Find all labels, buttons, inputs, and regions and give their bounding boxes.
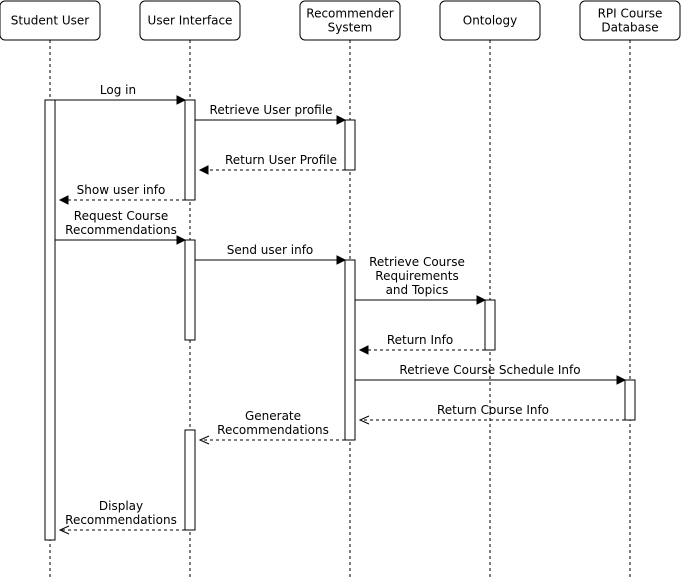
arrowhead-icon [336,115,347,125]
message-label-generate-recs: Recommendations [217,423,329,437]
message-label-retrieve-reqs: Requirements [375,269,458,283]
arrowhead-icon [176,95,187,105]
participant-label-ontology: Ontology [463,14,518,28]
activation-bar-ui [184,99,196,201]
message-label-login: Log in [100,83,136,97]
arrowhead-icon [176,235,187,245]
message-label-return-course-info: Return Course Info [437,403,549,417]
participant-box-ontology [439,0,541,41]
participant-label-recsys: Recommender [306,7,393,21]
participant-label-recsys: System [328,21,373,35]
message-label-generate-recs: Generate [245,409,301,423]
arrowhead-icon [58,195,69,205]
message-label-retrieve-reqs: and Topics [386,283,449,297]
arrowhead-icon [58,525,70,535]
participant-box-ui [139,0,241,41]
participant-label-student: Student User [11,14,89,28]
activation-bar-ui [184,429,196,531]
participant-box-recsys [299,0,401,41]
arrowhead-icon [616,375,627,385]
participant-label-db: Database [601,21,658,35]
arrowhead-icon [198,435,210,445]
arrowhead-icon [358,415,370,425]
message-label-display-recs: Recommendations [65,513,177,527]
message-label-retrieve-reqs: Retrieve Course [369,255,465,269]
activation-bar-student [44,99,56,541]
message-label-send-info: Send user info [227,243,314,257]
participant-label-db: RPI Course [598,7,663,21]
message-label-retrieve-profile: Retrieve User profile [210,103,333,117]
message-label-return-profile: Return User Profile [225,153,337,167]
activation-bar-recsys [344,119,356,171]
activation-bar-ontology [484,299,496,351]
arrowhead-icon [198,165,209,175]
participant-box-db [579,0,681,41]
activation-bar-ui [184,239,196,341]
message-label-show-info: Show user info [77,183,166,197]
arrowhead-icon [336,255,347,265]
message-label-display-recs: Display [99,499,143,513]
participant-box-student [0,0,101,41]
message-label-request-recs: Recommendations [65,223,177,237]
activation-bar-db [624,379,636,421]
activation-bar-recsys [344,259,356,441]
arrowhead-icon [358,345,369,355]
participant-label-ui: User Interface [148,14,233,28]
message-label-return-info: Return Info [387,333,453,347]
message-label-retrieve-schedule: Retrieve Course Schedule Info [399,363,580,377]
message-label-request-recs: Request Course [74,209,168,223]
arrowhead-icon [476,295,487,305]
